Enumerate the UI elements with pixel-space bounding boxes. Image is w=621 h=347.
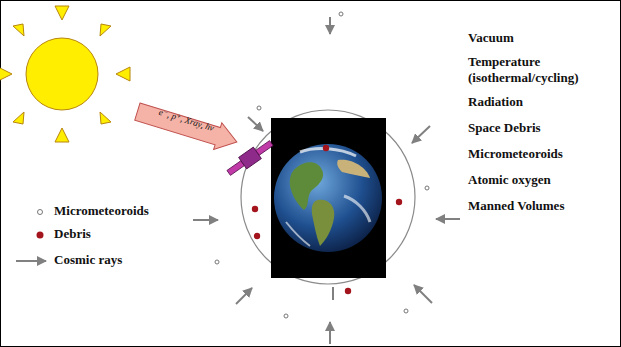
environment-factor: Temperature (isothermal/cycling) (468, 54, 588, 86)
environment-factor: Space Debris (468, 120, 541, 136)
legend-symbol (16, 260, 46, 262)
legend-text: Micrometeoroids (54, 203, 149, 219)
legend-text: Debris (54, 226, 91, 242)
micrometeoroid-particles (215, 12, 429, 318)
satellite (225, 137, 276, 178)
cosmic-ray-arrow (332, 287, 334, 300)
radiation-arrow (133, 98, 241, 155)
environment-factor: Micrometeoroids (468, 146, 563, 162)
sun (0, 6, 130, 142)
legend-swatch (37, 232, 44, 239)
legend-symbol (38, 210, 43, 215)
environment-factor: Radiation (468, 94, 523, 110)
cosmic-ray-arrows (193, 17, 460, 344)
environment-factor: Manned Volumes (468, 198, 564, 214)
legend-text: Cosmic rays (54, 252, 122, 268)
earth-image (271, 118, 386, 278)
environment-factor: Atomic oxygen (468, 172, 551, 188)
environment-factor: Vacuum (468, 30, 514, 46)
orbit-circle (241, 110, 415, 284)
debris-particles (252, 145, 402, 294)
